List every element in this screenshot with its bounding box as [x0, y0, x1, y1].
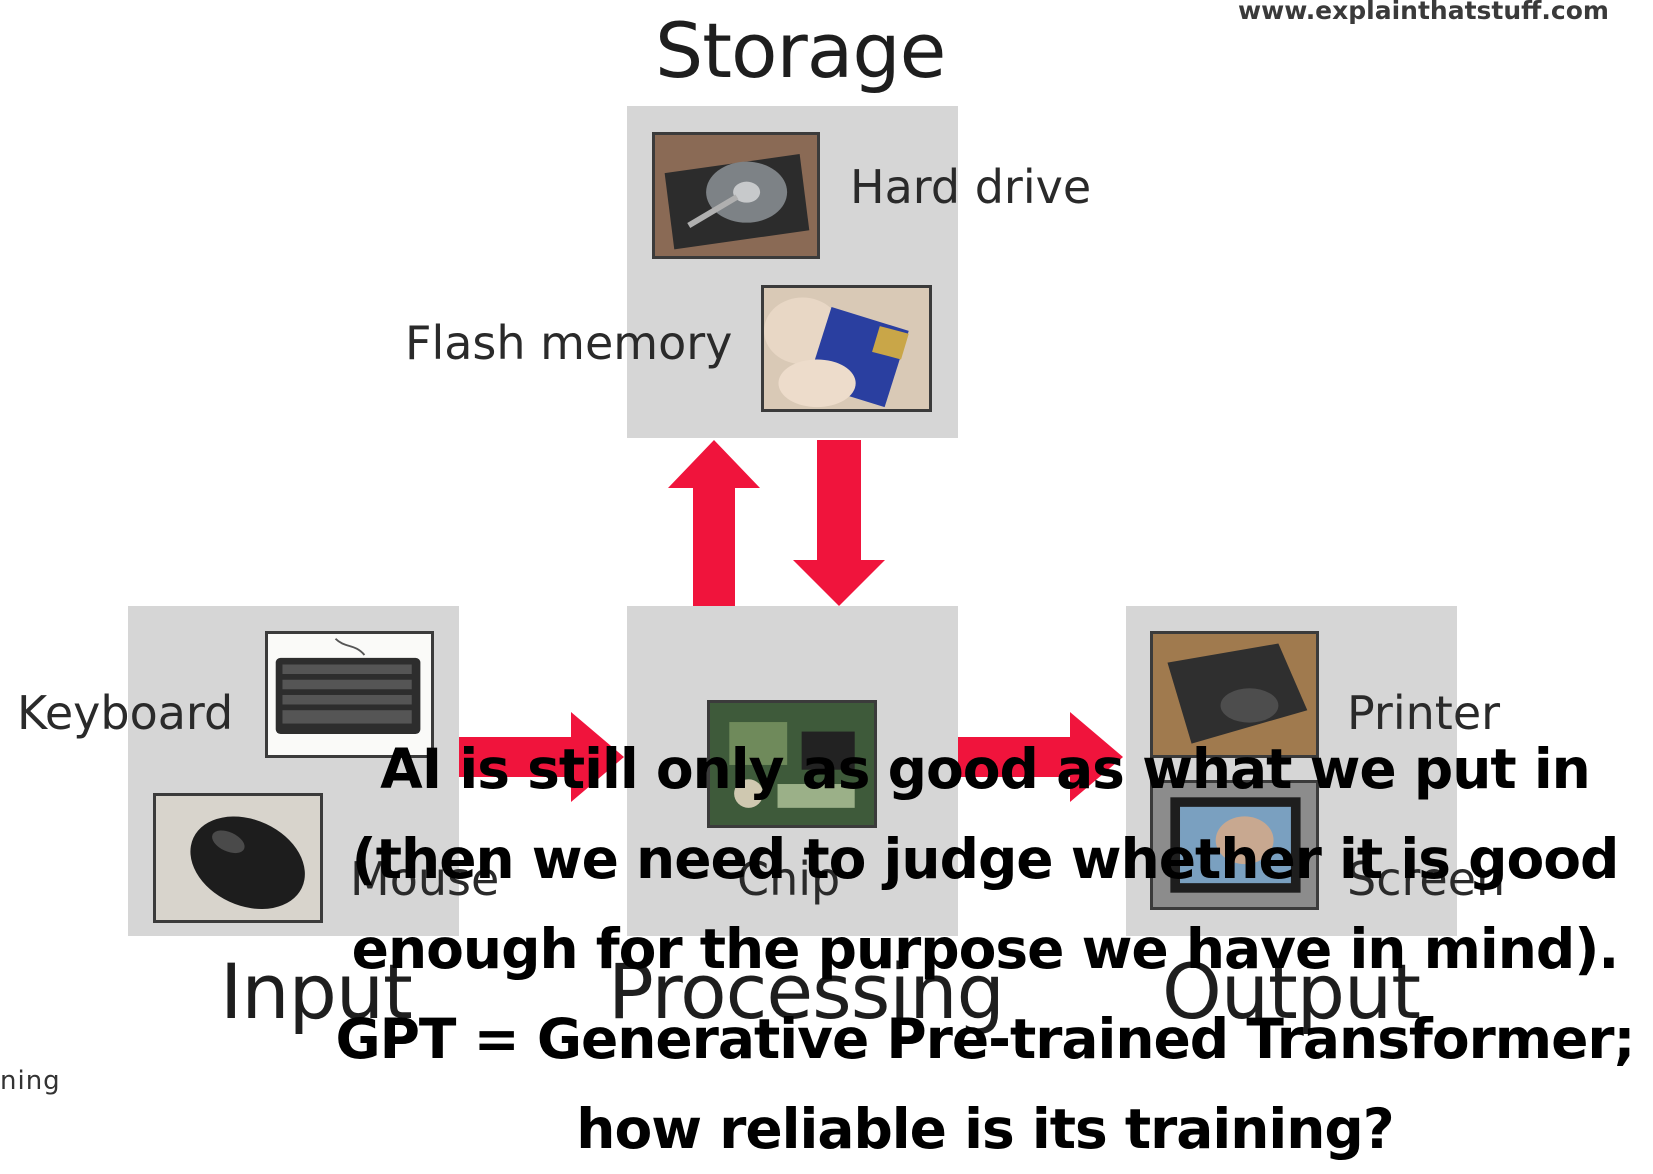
screen-image: [1150, 780, 1319, 910]
chip-image: [707, 700, 877, 828]
storage-arrows: [668, 440, 885, 606]
caption-line-2: (then we need to judge whether it is goo…: [351, 827, 1620, 891]
printer-label: Printer: [1347, 686, 1501, 740]
hard-drive-label: Hard drive: [850, 160, 1092, 214]
hard-drive-image: [652, 132, 820, 259]
mouse-image: [153, 793, 323, 923]
screen-label: Screen: [1347, 852, 1506, 906]
source-url: www.explainthatstuff.com: [1238, 0, 1609, 25]
output-heading: Output: [1162, 947, 1421, 1036]
printer-image: [1150, 631, 1319, 758]
arrow-processing-to-output: [958, 712, 1123, 802]
chip-label: Chip: [737, 852, 841, 906]
caption-line-5: how reliable is its training?: [576, 1097, 1394, 1161]
flash-memory-label: Flash memory: [405, 316, 733, 370]
input-heading: Input: [220, 947, 413, 1036]
arrow-down-from-storage: [793, 440, 885, 606]
flash-memory-image: [761, 285, 932, 412]
clipped-text-fragment: ning: [0, 1066, 61, 1096]
caption-line-3: enough for the purpose we have in mind).: [351, 917, 1620, 981]
arrow-input-to-processing: [459, 712, 624, 802]
arrow-up-to-storage: [668, 440, 760, 606]
caption-overlay: AI is still only as good as what we put …: [330, 724, 1640, 1174]
keyboard-image: [265, 631, 434, 758]
storage-heading: Storage: [655, 6, 946, 95]
mouse-label: Mouse: [350, 852, 500, 906]
caption-line-1: AI is still only as good as what we put …: [380, 737, 1591, 801]
caption-line-4: GPT = Generative Pre-trained Transformer…: [335, 1007, 1635, 1071]
keyboard-label: Keyboard: [17, 686, 234, 740]
processing-heading: Processing: [608, 947, 1005, 1036]
